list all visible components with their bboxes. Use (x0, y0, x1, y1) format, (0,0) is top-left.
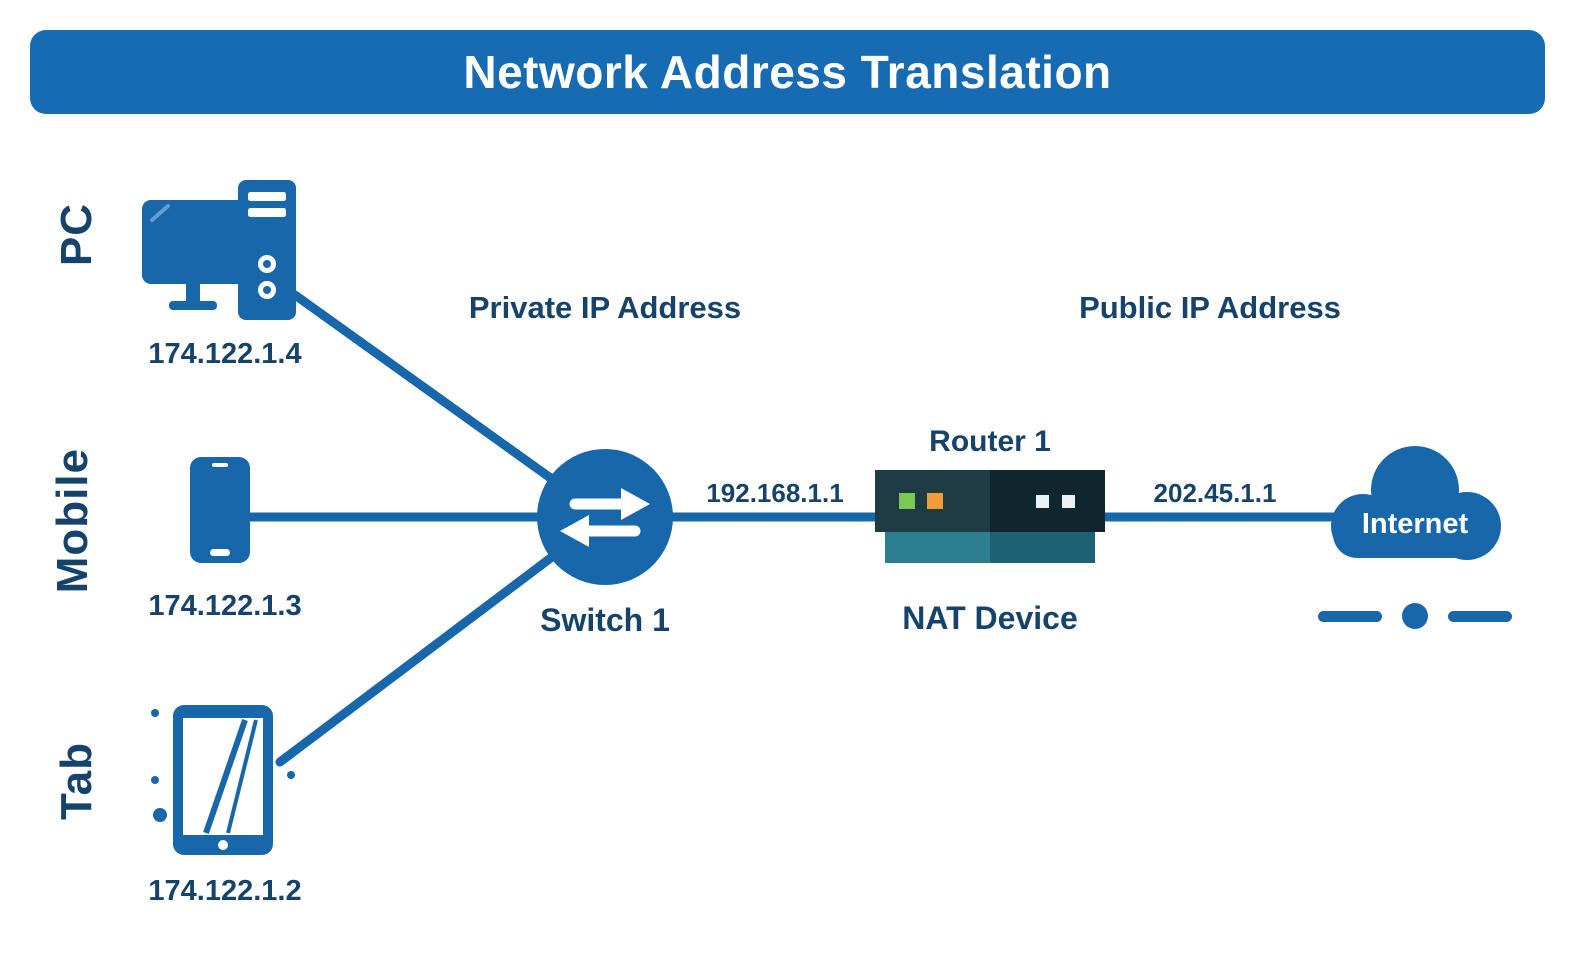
cloud-icon (1331, 446, 1501, 560)
router-port-2 (1062, 495, 1075, 508)
underline-dot (1402, 603, 1428, 629)
switch-label: Switch 1 (540, 602, 670, 638)
router-panel-right (990, 470, 1105, 532)
router-port-1 (1036, 495, 1049, 508)
mobile-ip: 174.122.1.3 (148, 590, 302, 622)
underline-bar-right (1448, 610, 1512, 622)
private-ip-label: Private IP Address (468, 290, 742, 325)
router-base-left (885, 532, 990, 563)
router-base-right (990, 532, 1095, 563)
router-icon (875, 470, 1105, 563)
mobile-icon (190, 457, 250, 563)
router-panel-left (875, 470, 990, 532)
cloud-underline-icon (1318, 603, 1512, 629)
router-body (875, 470, 1105, 532)
pc-ip: 174.122.1.4 (148, 338, 302, 370)
page-title: Network Address Translation (463, 46, 1112, 98)
router-led-orange (927, 493, 943, 509)
switch-router-ip: 192.168.1.1 (706, 478, 844, 508)
nat-device-label: NAT Device (902, 600, 1078, 636)
switch-arrows-icon (560, 488, 650, 547)
tablet-icon (151, 705, 295, 855)
router-base (885, 532, 1095, 563)
router-label: Router 1 (929, 425, 1051, 458)
underline-bar-left (1318, 610, 1382, 622)
pc-icon (142, 180, 296, 320)
router-led-green (899, 493, 915, 509)
switch-icon (537, 449, 673, 585)
internet-label: Internet (1361, 508, 1469, 540)
router-internet-ip: 202.45.1.1 (1153, 478, 1277, 508)
tab-ip: 174.122.1.2 (148, 875, 302, 907)
public-ip-label: Public IP Address (1079, 290, 1341, 325)
title-banner: Network Address Translation (30, 30, 1545, 114)
